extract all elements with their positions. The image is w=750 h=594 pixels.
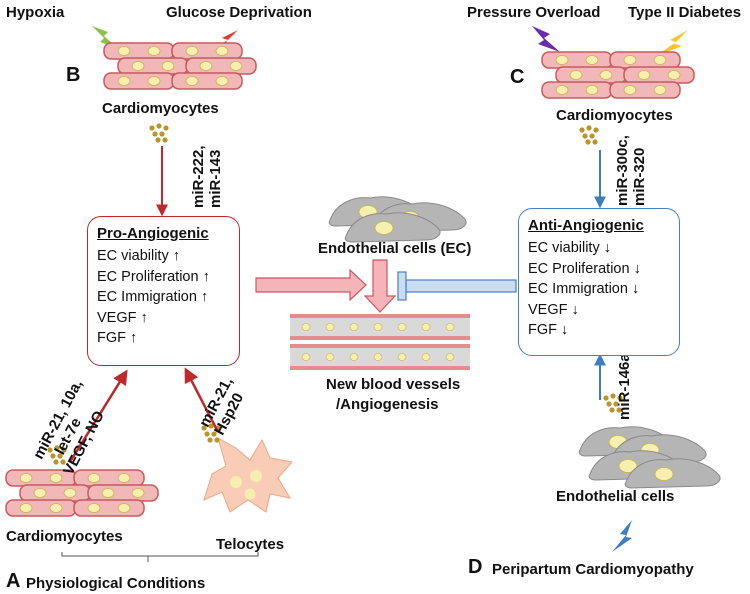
anti-angiogenic-title: Anti-Angiogenic xyxy=(528,217,644,234)
glucose-deprivation-label: Glucose Deprivation xyxy=(166,4,312,21)
cardiomyocytes-a-illustration xyxy=(5,469,159,517)
physiological-conditions-label: Physiological Conditions xyxy=(26,575,206,592)
section-c-letter: C xyxy=(510,66,525,88)
endothelial-ec-illustration xyxy=(328,196,467,243)
mirna-b-label: miR-222, miR-143 xyxy=(190,145,224,208)
pro-item: FGF ↑ xyxy=(97,330,138,346)
anti-item: EC Proliferation ↓ xyxy=(528,260,641,277)
mirna-c-label: miR-300c, miR-320 xyxy=(614,135,648,206)
mirna-d-label: miR-146a xyxy=(616,353,633,420)
glucose-deprivation-bolt-icon xyxy=(210,30,238,50)
blood-vessel-illustration xyxy=(290,314,470,370)
angiogenesis-label: /Angiogenesis xyxy=(336,396,439,413)
peripartum-label: Peripartum Cardiomyopathy xyxy=(492,561,694,578)
endothelial-cells-d-illustration xyxy=(578,426,721,489)
ec-to-vessels-arrow xyxy=(363,259,397,313)
pressure-overload-label: Pressure Overload xyxy=(467,4,601,21)
pro-item: EC viability ↑ xyxy=(97,248,180,264)
anti-item: VEGF ↓ xyxy=(528,301,579,318)
pressure-overload-bolt-icon xyxy=(532,26,560,52)
physiological-bracket xyxy=(61,552,259,562)
type2-diabetes-bolt-icon xyxy=(656,30,688,56)
arrow-a-left-to-pro xyxy=(68,369,128,463)
cardiomyocytes-a-label: Cardiomyocytes xyxy=(6,528,123,545)
exosome-dots-c-icon xyxy=(579,125,599,145)
anti-item: EC Immigration ↓ xyxy=(528,281,640,297)
anti-item: EC viability ↓ xyxy=(528,240,611,256)
telocytes-illustration xyxy=(203,436,293,513)
endothelial-ec-label: Endothelial cells (EC) xyxy=(318,240,472,257)
section-a-letter: A xyxy=(6,570,21,592)
cardiomyocytes-b-label: Cardiomyocytes xyxy=(102,100,219,117)
arrow-a-right-to-pro xyxy=(184,367,220,433)
pro-to-vessels-arrow xyxy=(255,268,367,302)
section-b-letter: B xyxy=(66,64,81,86)
pro-item: VEGF ↑ xyxy=(97,309,148,326)
anti-inhibition-bar xyxy=(397,271,517,301)
mirna-c-line2: miR-320 xyxy=(631,147,648,206)
hypoxia-label: Hypoxia xyxy=(6,4,65,21)
mirna-b-line2: miR-143 xyxy=(207,149,224,208)
telocytes-label: Telocytes xyxy=(216,536,285,553)
pro-item: EC Proliferation ↑ xyxy=(97,268,210,285)
pro-angiogenic-title: Pro-Angiogenic xyxy=(97,225,209,242)
type2-diabetes-label: Type II Diabetes xyxy=(628,4,742,21)
mirna-c-line1: miR-300c, xyxy=(614,135,631,206)
mirna-b-line1: miR-222, xyxy=(190,145,207,208)
anti-angiogenic-box: Anti-Angiogenic EC viability ↓ EC Prolif… xyxy=(518,208,680,356)
peripartum-bolt-icon xyxy=(612,520,632,552)
anti-item: FGF ↓ xyxy=(528,322,569,338)
new-blood-vessels-label: New blood vessels xyxy=(326,376,461,393)
pro-angiogenic-box: Pro-Angiogenic EC viability ↑ EC Prolife… xyxy=(87,216,240,366)
pro-item: EC Immigration ↑ xyxy=(97,289,209,305)
endothelial-cells-label: Endothelial cells xyxy=(556,488,675,505)
cardiomyocytes-c-label: Cardiomyocytes xyxy=(556,107,673,124)
cardiomyocytes-c-illustration xyxy=(541,51,695,99)
section-d-letter: D xyxy=(468,556,483,578)
exosome-dots-b-icon xyxy=(149,123,169,143)
cardiomyocytes-b-illustration xyxy=(103,42,257,90)
